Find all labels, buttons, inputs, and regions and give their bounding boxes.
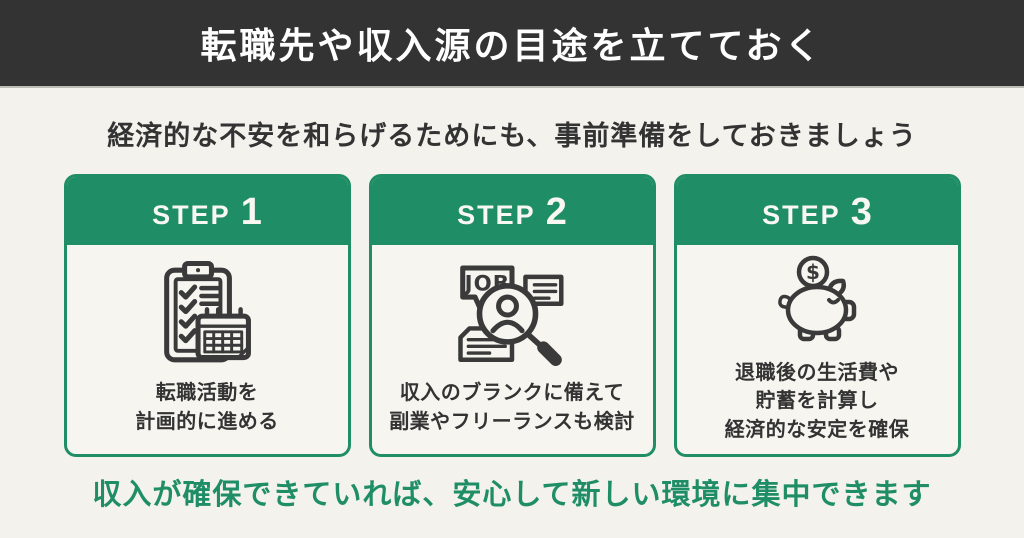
coin-dollar-text: $ — [806, 260, 820, 284]
step-3-line-2: 貯蓄を計算し — [755, 390, 879, 413]
step-1-line-2: 計画的に進める — [135, 410, 279, 433]
job-search-icon: JOB — [456, 259, 568, 371]
step-1-card: STEP 1 — [63, 174, 351, 457]
clipboard-calendar-icon — [151, 259, 263, 371]
step-3-label: STEP — [762, 200, 841, 230]
step-3-number: 3 — [850, 191, 872, 233]
step-2-label: STEP — [457, 200, 536, 230]
step-1-text: 転職活動を 計画的に進める — [135, 379, 279, 436]
title-banner: 転職先や収入源の目途を立てておく — [0, 0, 1024, 88]
page-title: 転職先や収入源の目途を立てておく — [200, 25, 824, 66]
step-1-number: 1 — [240, 191, 262, 233]
step-1-label: STEP — [152, 200, 231, 230]
step-1-header: STEP 1 — [66, 177, 348, 245]
step-3-card: STEP 3 $ — [673, 174, 961, 457]
footer-message: 収入が確保できていれば、安心して新しい環境に集中できます — [92, 479, 932, 511]
step-1-body: 転職活動を 計画的に進める — [67, 245, 348, 454]
step-2-body: JOB 収入のブランクに備えて 副業やフリーランスも検討 — [372, 245, 653, 454]
step-2-line-2: 副業やフリーランスも検討 — [389, 410, 635, 433]
step-2-card: STEP 2 — [368, 174, 656, 457]
step-3-body: $ — [677, 245, 958, 454]
step-2-number: 2 — [545, 191, 567, 233]
step-3-line-1: 退職後の生活費や — [735, 362, 899, 384]
step-2-line-1: 収入のブランクに備えて — [399, 382, 625, 405]
step-2-header: STEP 2 — [371, 177, 653, 245]
piggy-bank-icon: $ — [767, 251, 867, 351]
steps-row: STEP 1 — [0, 174, 1024, 457]
step-2-text: 収入のブランクに備えて 副業やフリーランスも検討 — [389, 379, 635, 436]
step-3-line-3: 経済的な安定を確保 — [724, 418, 910, 441]
step-3-header: STEP 3 — [676, 177, 958, 245]
subtitle-text: 経済的な不安を和らげるためにも、事前準備をしておきましょう — [107, 121, 917, 151]
step-1-line-1: 転職活動を — [155, 382, 259, 405]
step-3-text: 退職後の生活費や 貯蓄を計算し 経済的な安定を確保 — [725, 359, 910, 444]
